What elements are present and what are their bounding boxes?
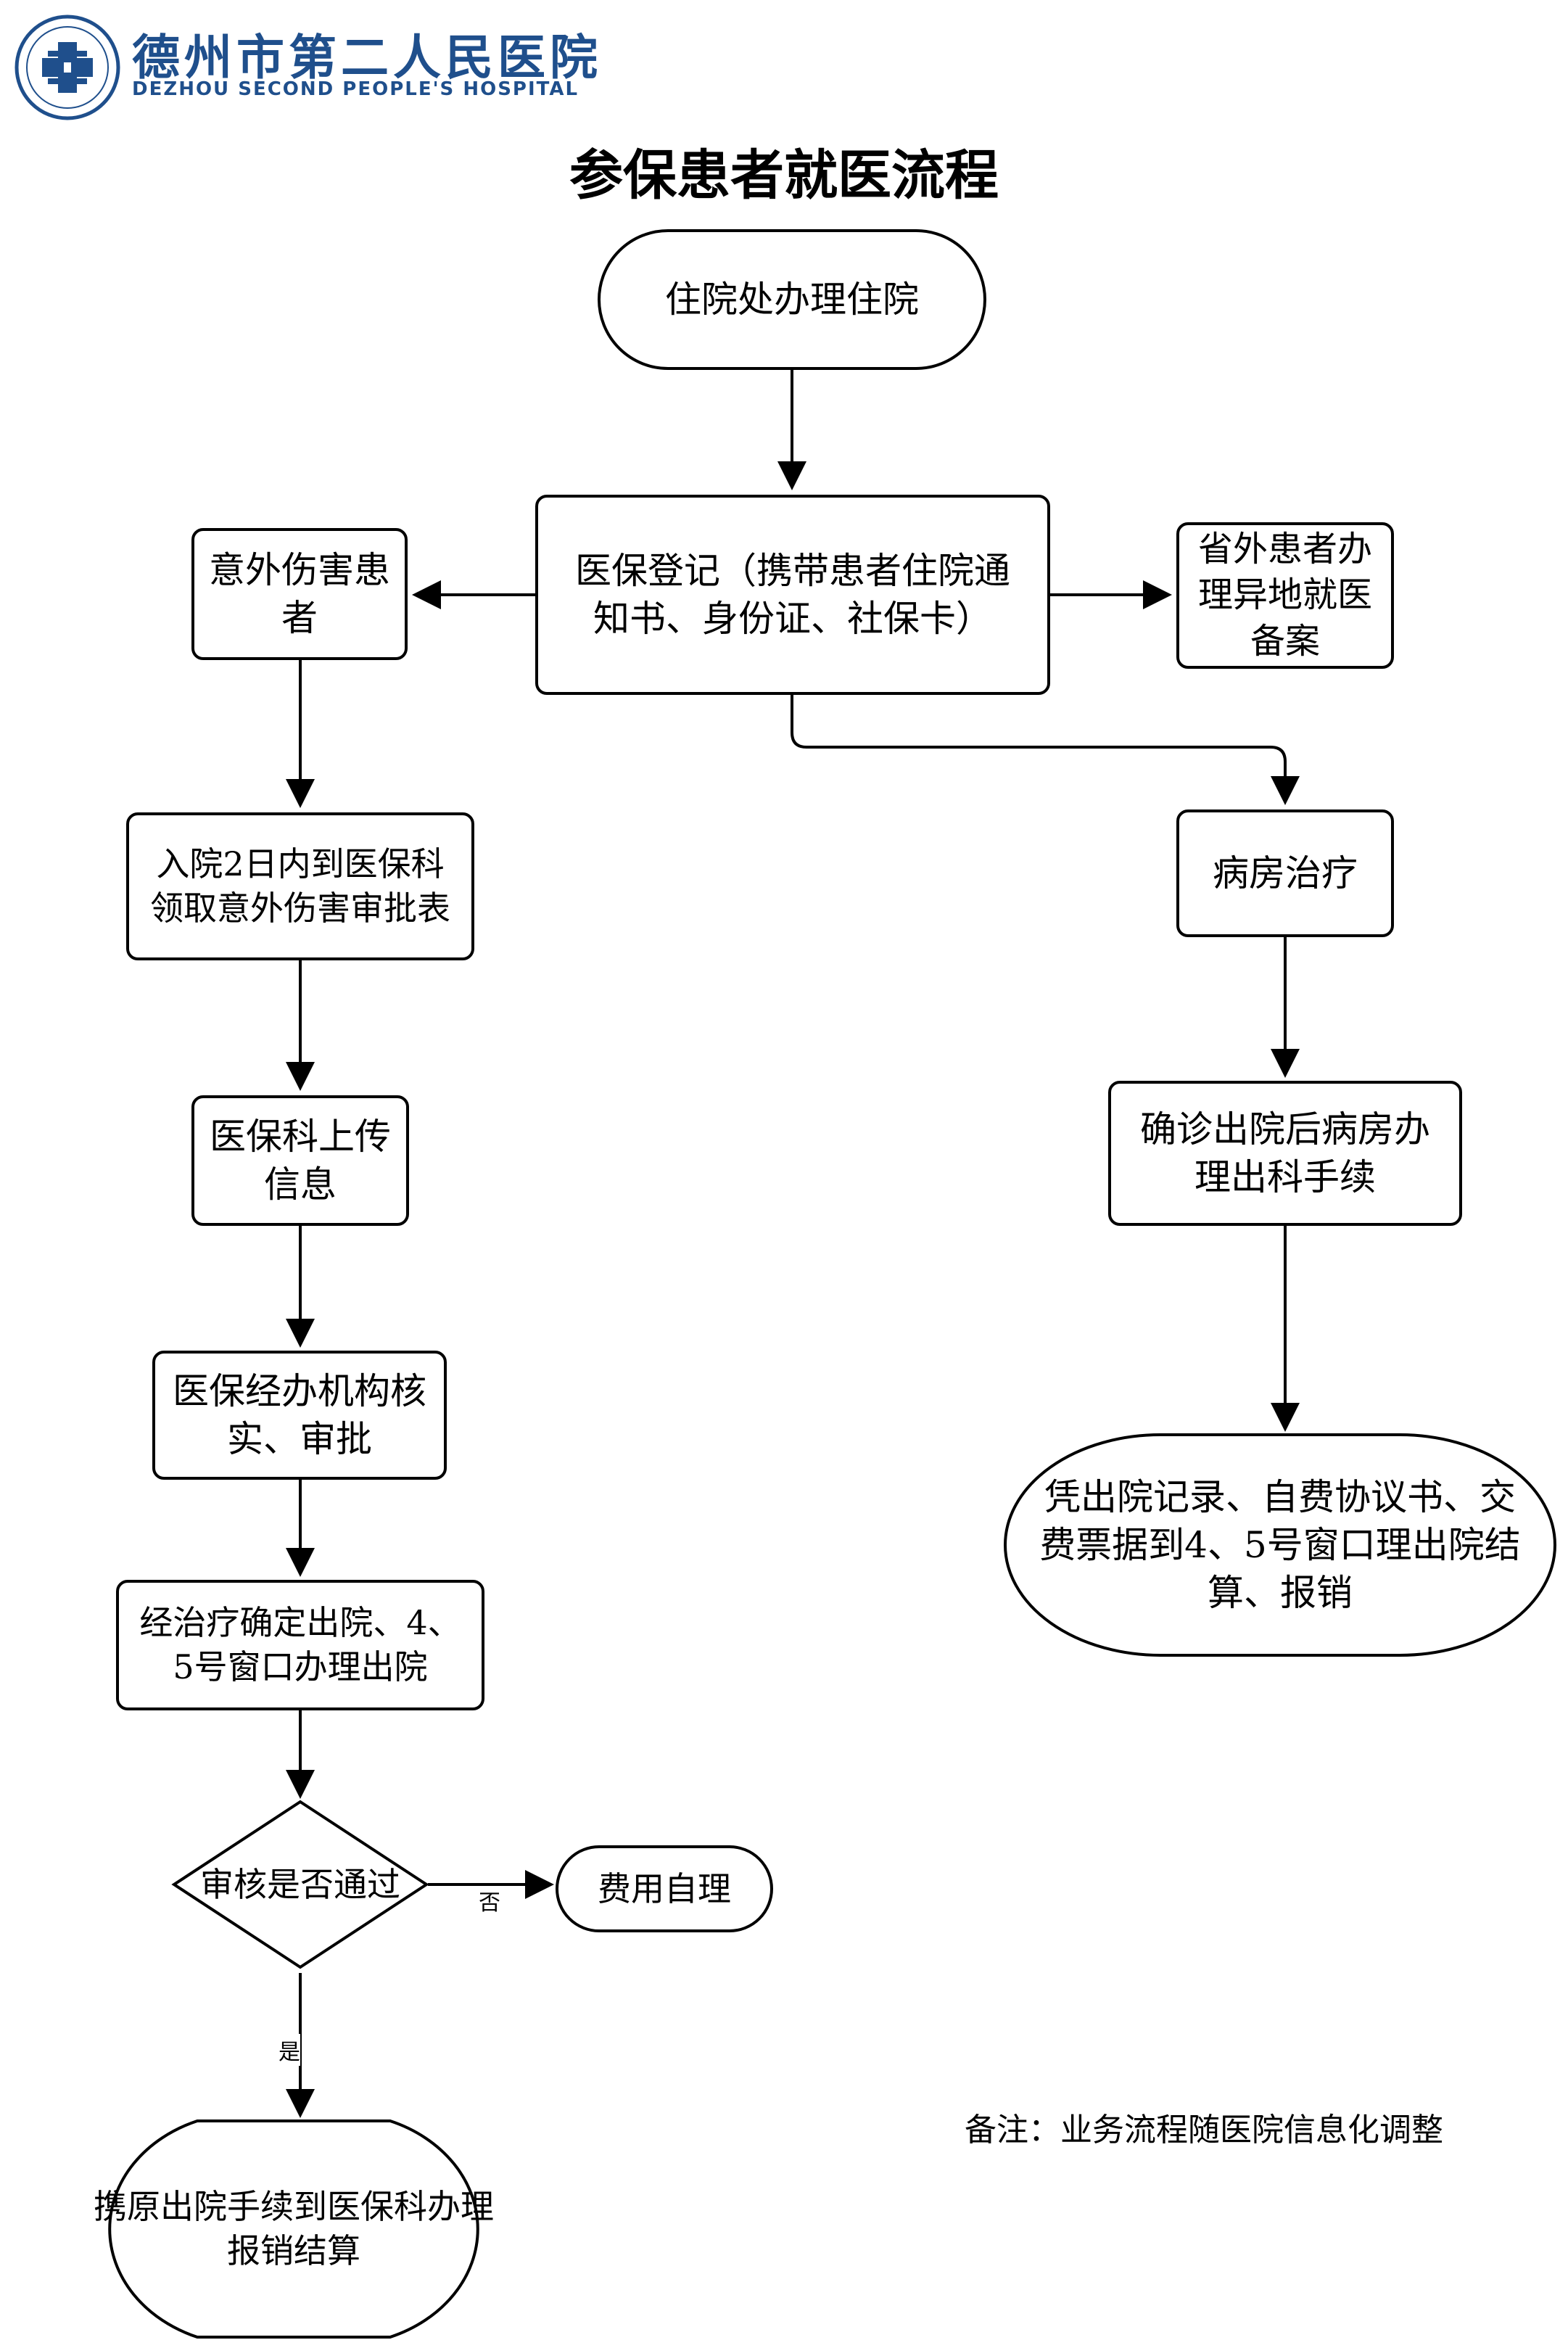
node-start: 住院处办理住院 [599, 231, 985, 368]
node-discharge-left-label: 经治疗确定出院、4、5号窗口办理出院 [139, 1603, 461, 1686]
node-upload: 医保科上传信息 [193, 1097, 408, 1224]
upload-box-shape [191, 1095, 409, 1226]
node-end-right: 凭出院记录、自费协议书、交费票据到4、5号窗口理出院结算、报销 [1023, 1435, 1538, 1655]
end-left-terminator-shape [108, 2119, 479, 2339]
accident-box-shape [191, 528, 408, 660]
page-title: 参保患者就医流程 [569, 144, 999, 207]
node-ward: 病房治疗 [1178, 811, 1392, 936]
selfpay-terminator-shape [556, 1845, 773, 1932]
ward-box-shape [1176, 809, 1394, 937]
edge-register-ward [791, 693, 1300, 805]
node-upload-label: 医保科上传信息 [210, 1116, 391, 1206]
node-ward-label: 病房治疗 [1213, 852, 1358, 894]
hospital-name-en: DEZHOU SECOND PEOPLE'S HOSPITAL [132, 78, 579, 100]
node-accident-form-label: 入院2日内到医保科领取意外伤害审批表 [150, 844, 450, 928]
node-accident-label: 意外伤害患者 [209, 549, 390, 639]
node-discharge-right-label: 确诊出院后病房办理出科手续 [1140, 1108, 1430, 1198]
node-agency-review: 医保经办机构核实、审批 [154, 1352, 445, 1478]
node-self-pay: 费用自理 [557, 1847, 772, 1931]
node-self-pay-label: 费用自理 [598, 1869, 731, 1908]
node-end-right-label: 凭出院记录、自费协议书、交费票据到4、5号窗口理出院结算、报销 [1039, 1476, 1521, 1614]
edge-label-no: 否 [479, 1890, 500, 1916]
decision-diamond-shape [171, 1800, 429, 1969]
node-decision-label: 审核是否通过 [200, 1864, 400, 1904]
start-terminator-shape [598, 229, 986, 370]
outprov-box-shape [1176, 522, 1394, 669]
accident-form-box-shape [126, 812, 474, 960]
node-accident: 意外伤害患者 [193, 530, 406, 659]
end-right-terminator-shape [1004, 1433, 1556, 1657]
register-box-shape [535, 495, 1050, 695]
node-discharge-right: 确诊出院后病房办理出科手续 [1110, 1082, 1461, 1224]
node-register: 医保登记（携带患者住院通知书、身份证、社保卡） [550, 496, 1036, 693]
hospital-logo-icon [15, 15, 120, 120]
node-out-of-province-label: 省外患者办理异地就医备案 [1197, 528, 1372, 662]
node-out-of-province: 省外患者办理异地就医备案 [1178, 524, 1392, 667]
discharge-left-box-shape [116, 1580, 484, 1710]
hospital-name-cn: 德州市第二人民医院 [132, 29, 602, 86]
node-discharge-left: 经治疗确定出院、4、5号窗口办理出院 [117, 1581, 483, 1709]
footnote: 备注：业务流程随医院信息化调整 [965, 2112, 1443, 2149]
node-agency-review-label: 医保经办机构核实、审批 [173, 1370, 426, 1460]
node-end-left-label: 携原出院手续到医保科办理报销结算 [94, 2187, 494, 2270]
node-end-left: 携原出院手续到医保科办理报销结算 [73, 2121, 515, 2337]
node-accident-form: 入院2日内到医保科领取意外伤害审批表 [128, 814, 473, 959]
node-start-label: 住院处办理住院 [665, 279, 919, 321]
node-decision: 审核是否通过 [196, 1831, 405, 1938]
node-register-label: 医保登记（携带患者住院通知书、身份证、社保卡） [575, 550, 1010, 640]
edge-label-yes: 是 [278, 2034, 300, 2066]
discharge-right-box-shape [1108, 1081, 1462, 1226]
review-box-shape [152, 1351, 447, 1480]
